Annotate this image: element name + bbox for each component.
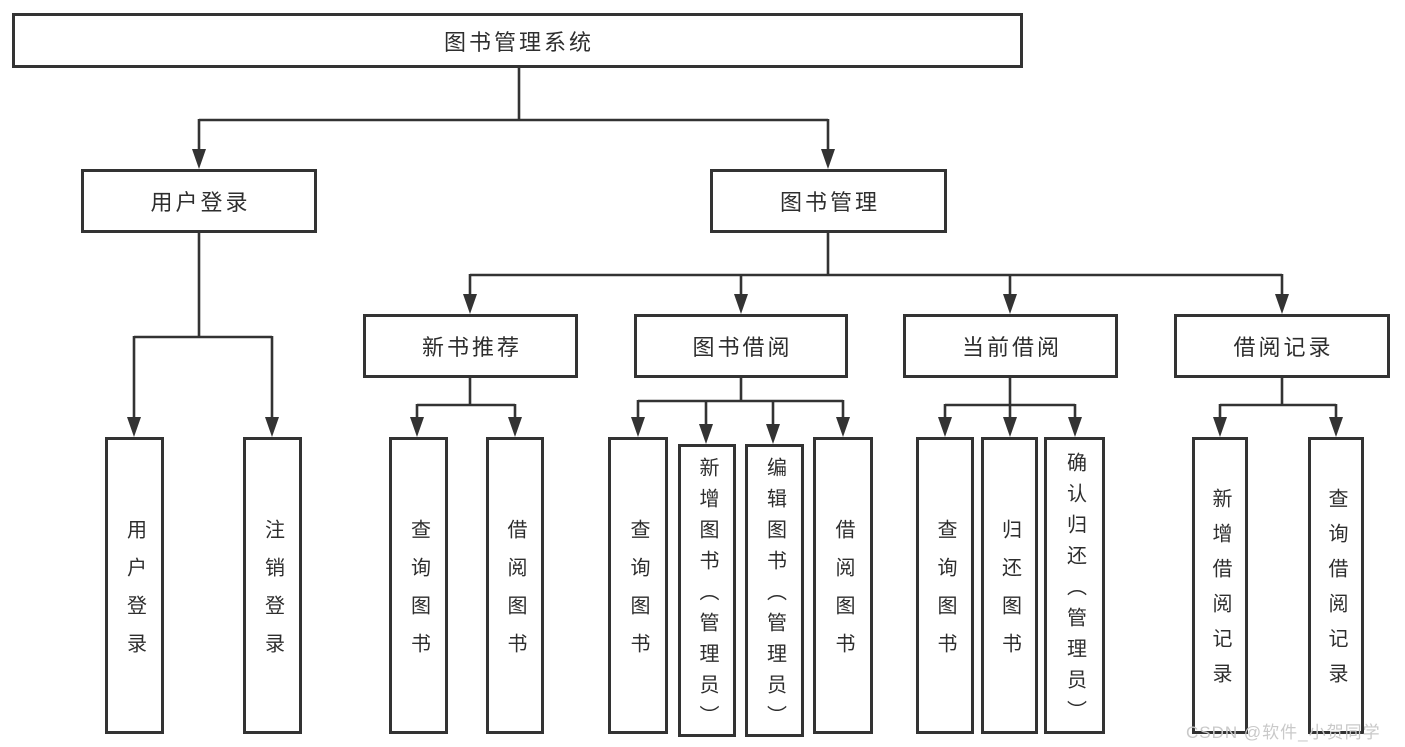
node-user-login-label: 用户登录 [150, 190, 251, 215]
node-book-borrow: 图书借阅 [634, 314, 848, 378]
node-new-book-recommend: 新书推荐 [363, 314, 578, 378]
node-new-book-recommend-label: 新书推荐 [421, 335, 522, 360]
leaf-logout-login: 注销登录 [243, 437, 302, 734]
node-book-borrow-label: 图书借阅 [692, 335, 793, 360]
leaf-confirm-return-admin: 确认归还（管理员） [1044, 437, 1105, 734]
leaf-add-borrow-record: 新增借阅记录 [1192, 437, 1248, 734]
leaf-query-books-2-label: 查询图书 [627, 518, 649, 671]
leaf-return-books-label: 归还图书 [998, 518, 1021, 671]
leaf-logout-login-label: 注销登录 [261, 518, 284, 671]
connector-root-to-level1 [192, 68, 835, 169]
leaf-query-borrow-record: 查询借阅记录 [1308, 437, 1364, 734]
connector-book-borrow-to-leaves [631, 378, 850, 444]
connector-current-borrow-to-leaves [938, 378, 1082, 437]
leaf-query-books-1: 查询图书 [389, 437, 448, 734]
node-root: 图书管理系统 [12, 13, 1023, 68]
node-book-management: 图书管理 [710, 169, 947, 233]
leaf-add-books-admin: 新增图书（管理员） [678, 444, 736, 737]
connector-new-book-recommend-to-leaves [410, 378, 522, 437]
leaf-borrow-books-1: 借阅图书 [486, 437, 544, 734]
leaf-add-borrow-record-label: 新增借阅记录 [1209, 488, 1231, 698]
leaf-query-books-2: 查询图书 [608, 437, 668, 734]
node-current-borrow-label: 当前借阅 [961, 335, 1062, 360]
node-borrow-records: 借阅记录 [1174, 314, 1390, 378]
csdn-watermark: CSDN @软件_小贺同学 [1186, 723, 1381, 742]
leaf-user-login-label: 用户登录 [123, 518, 146, 671]
connector-borrow-records-to-leaves [1213, 378, 1343, 437]
leaf-add-books-admin-label: 新增图书（管理员） [696, 456, 718, 736]
leaf-confirm-return-admin-label: 确认归还（管理员） [1063, 451, 1086, 731]
leaf-borrow-books-1-label: 借阅图书 [504, 518, 526, 671]
leaf-edit-books-admin: 编辑图书（管理员） [745, 444, 804, 737]
leaf-query-books-3-label: 查询图书 [934, 518, 956, 671]
leaf-borrow-books-2: 借阅图书 [813, 437, 873, 734]
connector-user-login-to-leaves [127, 233, 279, 437]
node-book-management-label: 图书管理 [779, 190, 880, 215]
leaf-return-books: 归还图书 [981, 437, 1038, 734]
node-borrow-records-label: 借阅记录 [1233, 335, 1334, 360]
node-current-borrow: 当前借阅 [903, 314, 1118, 378]
node-user-login: 用户登录 [81, 169, 317, 233]
leaf-query-books-1-label: 查询图书 [407, 518, 430, 671]
leaf-borrow-books-2-label: 借阅图书 [832, 518, 854, 671]
connector-book-management-to-level2 [463, 233, 1289, 314]
leaf-query-books-3: 查询图书 [916, 437, 974, 734]
leaf-edit-books-admin-label: 编辑图书（管理员） [763, 456, 786, 736]
node-root-label: 图书管理系统 [443, 29, 594, 55]
leaf-query-borrow-record-label: 查询借阅记录 [1325, 488, 1347, 698]
leaf-user-login: 用户登录 [105, 437, 164, 734]
